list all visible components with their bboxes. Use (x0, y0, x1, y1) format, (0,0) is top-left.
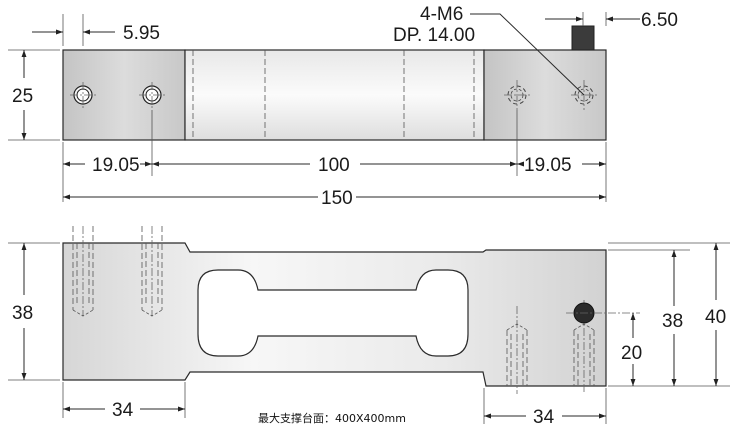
platform-note: 最大支撑台面：400X400mm (258, 411, 406, 425)
side-hole-right (506, 306, 528, 394)
gauge-section (184, 49, 485, 141)
through-hole (70, 82, 96, 108)
threaded-hole (571, 80, 597, 110)
thread-note-line1: 4-M6 (420, 4, 463, 25)
hole-spacing-left-label: 19.05 (92, 155, 140, 176)
through-hole (139, 82, 165, 108)
right-inner-height-label: 38 (662, 311, 683, 332)
left-mount-length-label: 34 (112, 400, 134, 421)
hole-offset-label: 5.95 (123, 23, 160, 44)
left-height-label: 38 (12, 303, 33, 324)
thread-note-leader (470, 13, 585, 96)
height-label: 25 (12, 86, 33, 107)
hole-spacing-right-label: 19.05 (524, 155, 572, 176)
side-hole-left (72, 226, 94, 317)
thread-note-line2: DP. 14.00 (393, 25, 475, 46)
threaded-hole (504, 80, 530, 110)
gauge-length-label: 100 (318, 155, 350, 176)
top-view: 4-M6 DP. 14.00 5.95 6.50 25 19.05 100 (8, 4, 678, 209)
cable (571, 25, 595, 51)
right-mount-length-label: 34 (533, 407, 555, 428)
right-outer-height-label: 40 (705, 307, 726, 328)
bone-cutout (197, 269, 469, 357)
cable-height-label: 20 (621, 343, 642, 364)
cable-offset-label: 6.50 (641, 10, 678, 31)
side-hole-left (141, 226, 163, 317)
side-view: 38 20 38 40 34 34 最大支撑台面：400X400mm (8, 226, 730, 428)
overall-length-label: 150 (321, 188, 353, 209)
